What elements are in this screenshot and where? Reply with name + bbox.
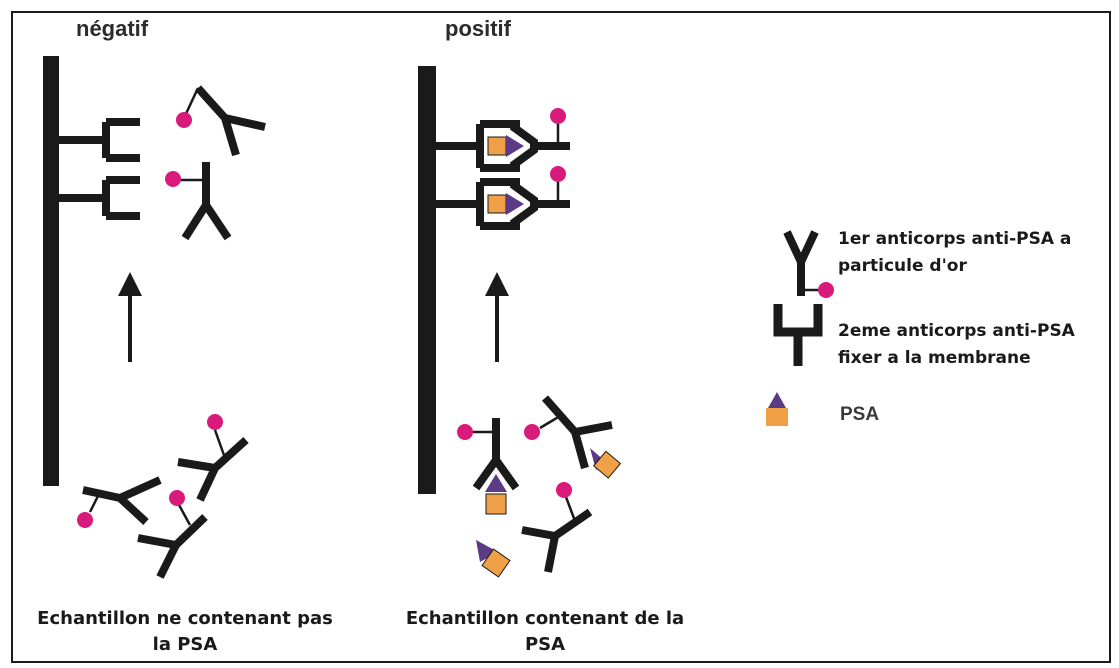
membrane-strip-positive [418, 66, 436, 494]
psa-free [476, 540, 511, 578]
gold-antibody-free [77, 476, 162, 528]
caption-negative-line-2: la PSA [152, 634, 218, 655]
legend-first-antibody-line-2: particule d'or [838, 256, 967, 276]
legend-second-antibody-line-2: fixer a la membrane [838, 348, 1031, 368]
legend-psa-icon [766, 392, 788, 426]
gold-antibody-free [176, 85, 266, 157]
caption-negative: Echantillon ne contenant pas la PSA [15, 606, 355, 658]
legend-second-antibody-icon [773, 304, 823, 366]
caption-positive-line-1: Echantillon contenant de la [405, 608, 685, 629]
gold-antibody-with-psa [524, 395, 622, 479]
legend-first-antibody-label: 1er anticorps anti-PSA a particule d'or [838, 226, 1071, 280]
gold-antibody-free [521, 482, 593, 573]
positive-panel [418, 66, 622, 578]
capture-antibody-2-negative [59, 176, 140, 220]
title-negative: négatif [76, 16, 149, 41]
negative-panel [43, 56, 266, 579]
caption-positive-line-2: PSA [524, 634, 566, 655]
gold-antibody-with-psa [457, 418, 520, 515]
gold-antibody-free [177, 414, 249, 502]
legend-psa-label: PSA [840, 404, 880, 425]
flow-arrow-negative [118, 272, 142, 362]
captured-complex-1 [436, 108, 570, 168]
legend-first-antibody-icon [783, 230, 834, 298]
capture-antibody-1-negative [59, 118, 140, 162]
membrane-strip-negative [43, 56, 59, 486]
flow-arrow-positive [485, 272, 509, 362]
title-positive: positif [445, 16, 511, 41]
captured-complex-2 [436, 166, 570, 226]
caption-negative-line-1: Echantillon ne contenant pas [37, 608, 333, 629]
legend-first-antibody-line-1: 1er anticorps anti-PSA a [838, 229, 1072, 249]
gold-antibody-free [137, 490, 208, 579]
figure-frame [11, 11, 1111, 663]
legend-second-antibody-label: 2eme anticorps anti-PSA fixer a la membr… [838, 318, 1075, 372]
legend-second-antibody-line-1: 2eme anticorps anti-PSA [838, 321, 1075, 341]
caption-positive: Echantillon contenant de la PSA [375, 606, 715, 658]
gold-antibody-free [165, 162, 232, 241]
